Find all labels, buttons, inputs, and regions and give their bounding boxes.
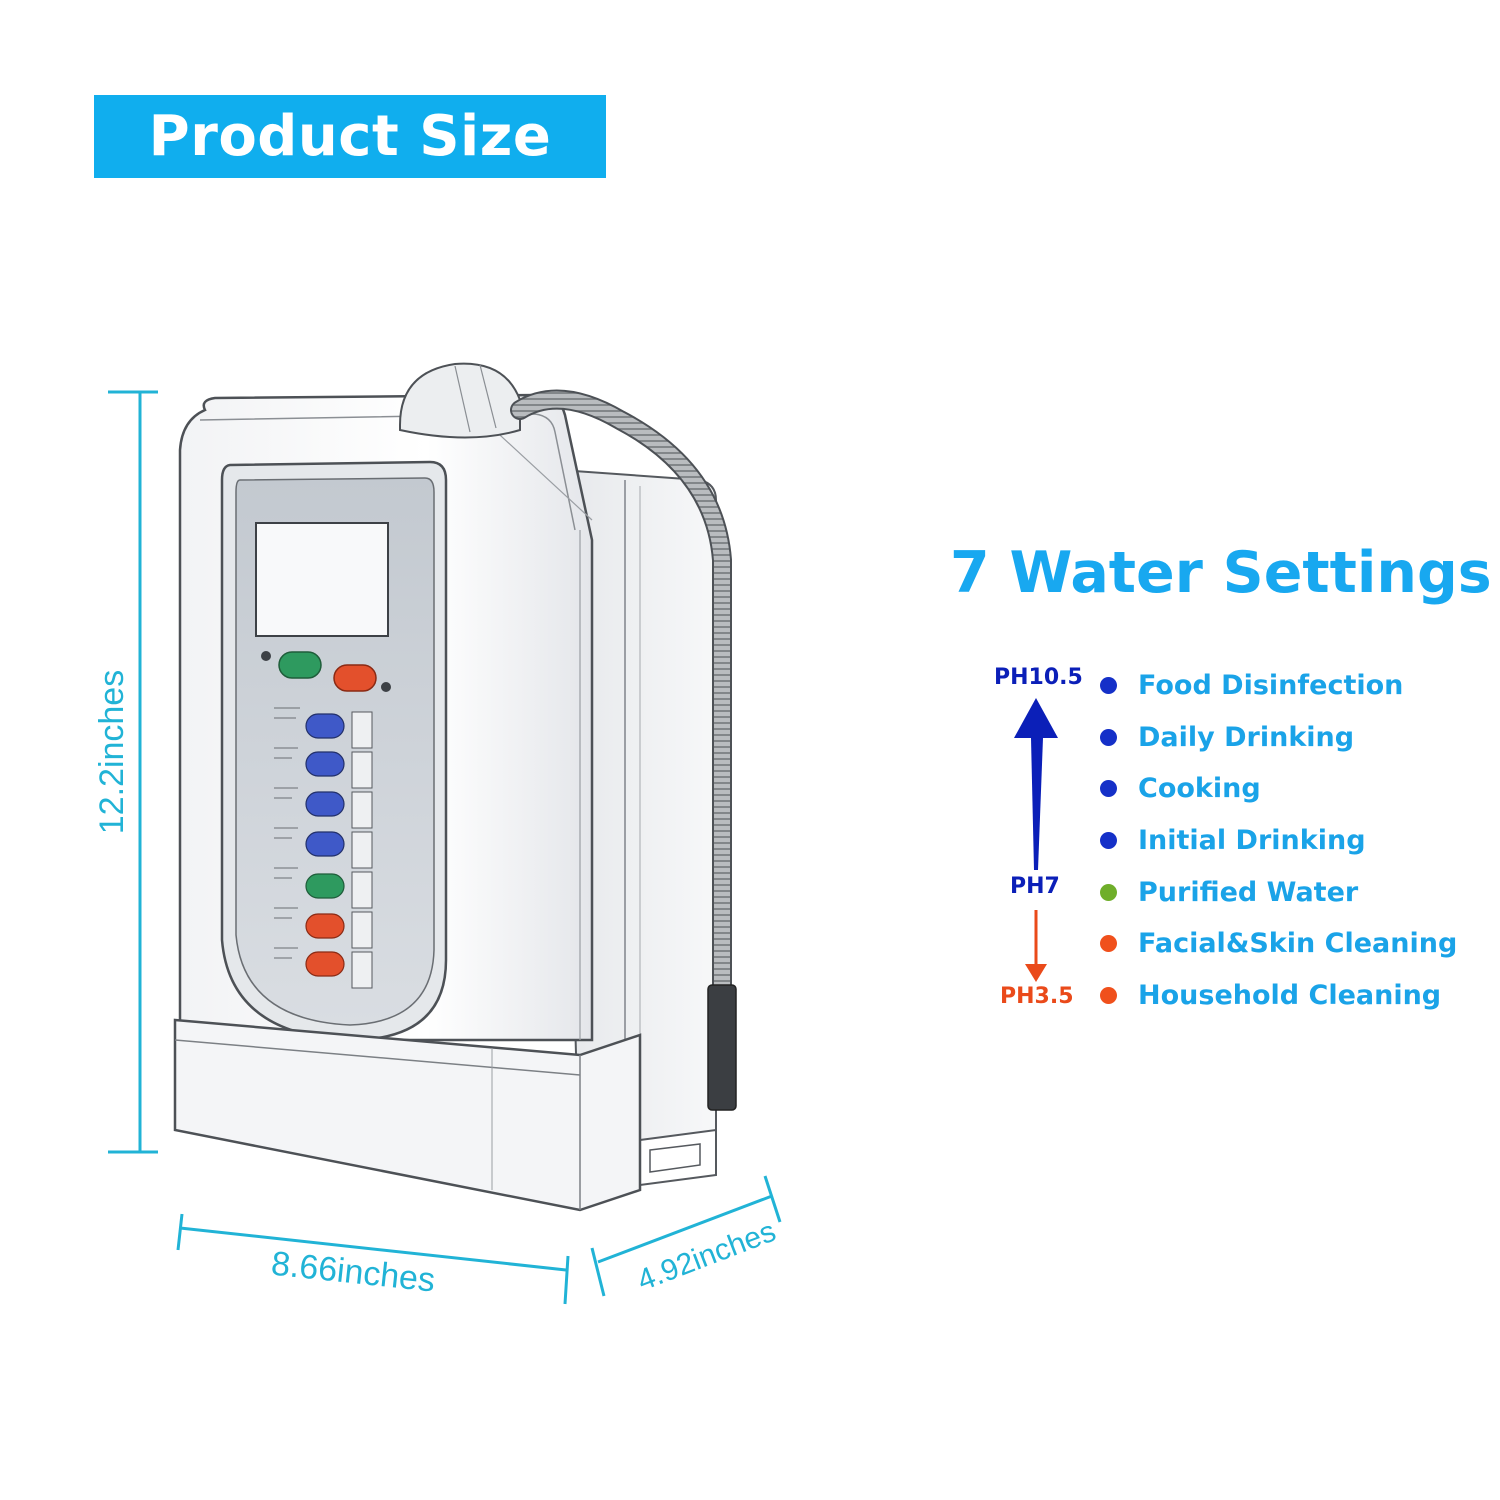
setting-dot — [1100, 832, 1117, 850]
list-item: Initial Drinking — [1100, 815, 1480, 867]
setting-dot — [1100, 677, 1117, 695]
setting-dot — [1100, 883, 1117, 901]
control-panel — [220, 460, 448, 1042]
depth-dimension-line — [590, 1175, 782, 1297]
list-item: Cooking — [1100, 763, 1480, 815]
setting-dot — [1100, 728, 1117, 746]
device-top-cap — [399, 362, 521, 439]
list-item: Facial&Skin Cleaning — [1100, 918, 1480, 970]
lcd-display — [255, 522, 389, 637]
ph-low-label: PH3.5 — [1000, 984, 1074, 1009]
setting-label: Cooking — [1138, 773, 1261, 805]
depth-label: 4.92inches — [633, 1215, 780, 1298]
height-dimension-line — [108, 390, 158, 1154]
ph-neutral-label: PH7 — [1010, 874, 1060, 899]
list-item: Household Cleaning — [1100, 970, 1480, 1022]
setting-label: Initial Drinking — [1138, 825, 1366, 857]
device-base — [173, 1018, 642, 1212]
setting-label: Facial&Skin Cleaning — [1138, 928, 1458, 960]
setting-label: Food Disinfection — [1138, 670, 1404, 702]
height-label: 12.2inches — [93, 670, 131, 834]
list-item: Food Disinfection — [1100, 660, 1480, 712]
setting-dot — [1100, 780, 1117, 798]
device-side-panel — [558, 468, 717, 1202]
ph-high-label: PH10.5 — [994, 665, 1083, 690]
banner-title: Product Size — [148, 104, 552, 169]
water-settings-list: Food Disinfection Daily Drinking Cooking… — [1100, 660, 1480, 1021]
setting-label: Purified Water — [1138, 876, 1359, 908]
list-item: Purified Water — [1100, 866, 1480, 918]
product-size-banner: Product Size — [94, 95, 606, 178]
list-item: Daily Drinking — [1100, 712, 1480, 764]
hose-nozzle — [707, 984, 737, 1111]
mode-buttons — [305, 711, 373, 989]
setting-label: Daily Drinking — [1138, 721, 1355, 753]
red-control-button — [333, 664, 377, 692]
setting-label: Household Cleaning — [1138, 979, 1442, 1011]
width-dimension-line — [176, 1213, 570, 1305]
setting-dot — [1100, 935, 1117, 953]
setting-dot — [1100, 986, 1117, 1004]
green-control-button — [278, 651, 322, 679]
settings-title: 7 Water Settings — [950, 540, 1492, 606]
